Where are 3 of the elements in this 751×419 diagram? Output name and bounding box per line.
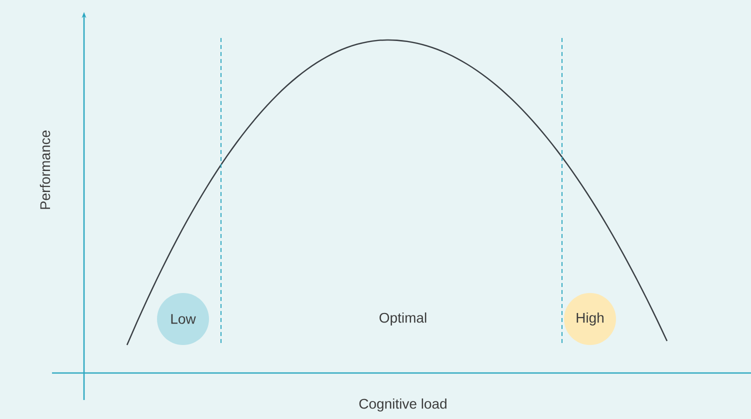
axis-label: Performance xyxy=(40,130,50,209)
region-label: Optimal xyxy=(380,312,426,326)
axis-label: Cognitive load xyxy=(359,398,446,412)
